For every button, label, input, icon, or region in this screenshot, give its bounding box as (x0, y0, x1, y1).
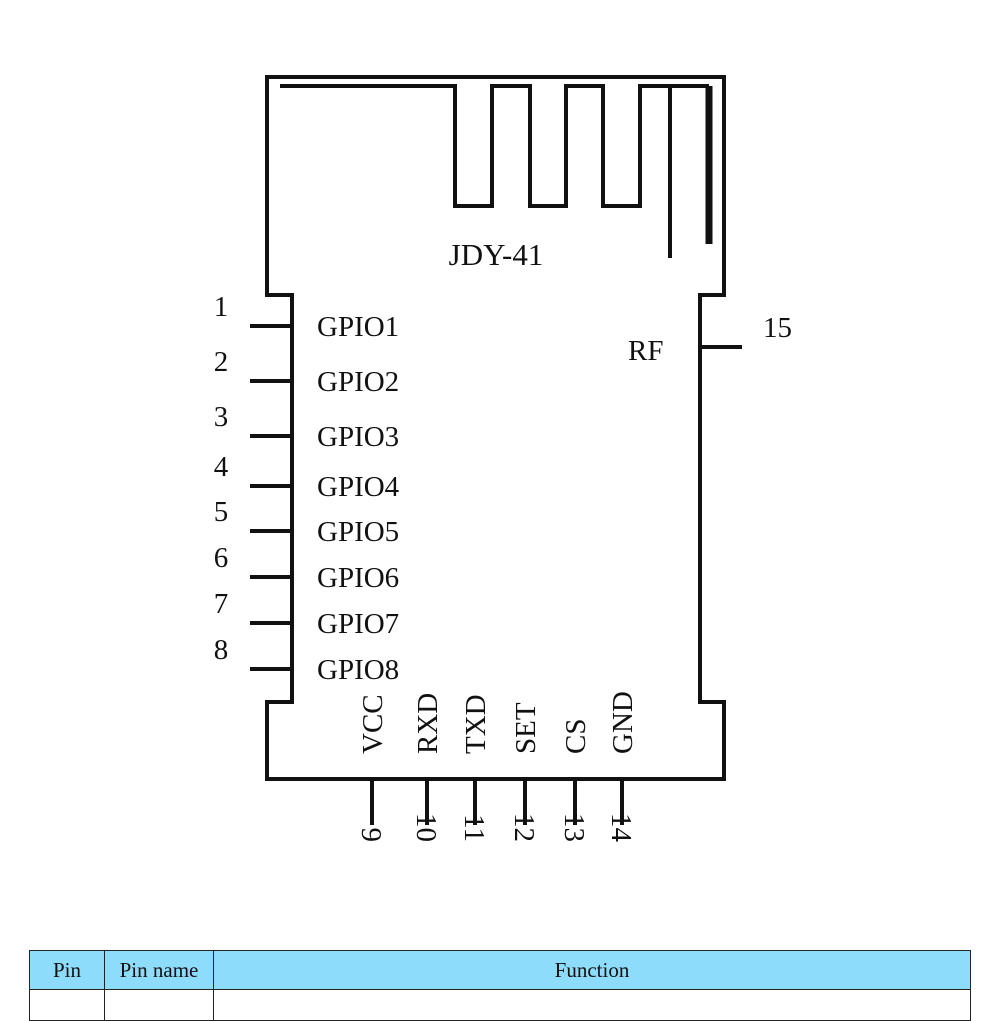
module-outline (265, 75, 726, 781)
pin-number: 9 (355, 828, 387, 843)
pin-number: 6 (214, 542, 229, 574)
pin-name: SET (510, 702, 542, 754)
pin-name: GPIO6 (317, 562, 399, 594)
pin-name: GPIO3 (317, 421, 399, 453)
pin-name: RXD (412, 693, 444, 754)
table-cell (104, 989, 214, 1021)
table-cell (29, 989, 105, 1021)
pin-number: 11 (458, 814, 490, 842)
pin-name: TXD (460, 694, 492, 754)
header-pin: Pin (29, 950, 105, 990)
pinout-diagram: JDY-41 1GPIO12GPIO23GPIO34GPIO45GPIO56GP… (214, 75, 792, 843)
pin-name: GPIO1 (317, 311, 399, 343)
pin-number: 3 (214, 401, 229, 433)
pin-number: 13 (558, 813, 590, 842)
bottom-pin: TXD 11 (458, 694, 492, 842)
bottom-pin: VCC 9 (355, 694, 389, 842)
bottom-pin: GND 14 (605, 691, 639, 842)
pin-number: 5 (214, 496, 229, 528)
table-cell (213, 989, 971, 1021)
antenna-trace (280, 84, 709, 208)
table-row (29, 989, 971, 1021)
pin-name: GPIO5 (317, 516, 399, 548)
bottom-pin: SET 12 (508, 702, 542, 842)
pin-number: 1 (214, 291, 229, 323)
pin-number: 14 (605, 813, 637, 843)
module-name: JDY-41 (449, 237, 544, 272)
pin-number: 2 (214, 346, 229, 378)
pin-name: CS (560, 719, 592, 754)
pin-name: GPIO2 (317, 366, 399, 398)
pin-name: GPIO4 (317, 471, 400, 503)
table-header-row: Pin Pin name Function (29, 950, 971, 990)
pin-name: GND (607, 691, 639, 754)
pin-table: Pin Pin name Function (29, 950, 971, 1021)
bottom-pin: RXD 10 (410, 693, 444, 842)
bottom-pin: CS 13 (558, 719, 592, 842)
pin-number: 8 (214, 634, 229, 666)
pin-number: 4 (214, 451, 229, 483)
pin-number: 7 (214, 588, 229, 620)
header-function: Function (213, 950, 971, 990)
pin-number: 15 (763, 312, 792, 344)
pin-name: RF (628, 335, 663, 367)
pin-number: 12 (508, 813, 540, 842)
pin-number: 10 (410, 813, 442, 842)
pin-name: GPIO8 (317, 654, 399, 686)
pin-name: GPIO7 (317, 608, 399, 640)
pin-name: VCC (357, 694, 389, 754)
header-pin-name: Pin name (104, 950, 214, 990)
